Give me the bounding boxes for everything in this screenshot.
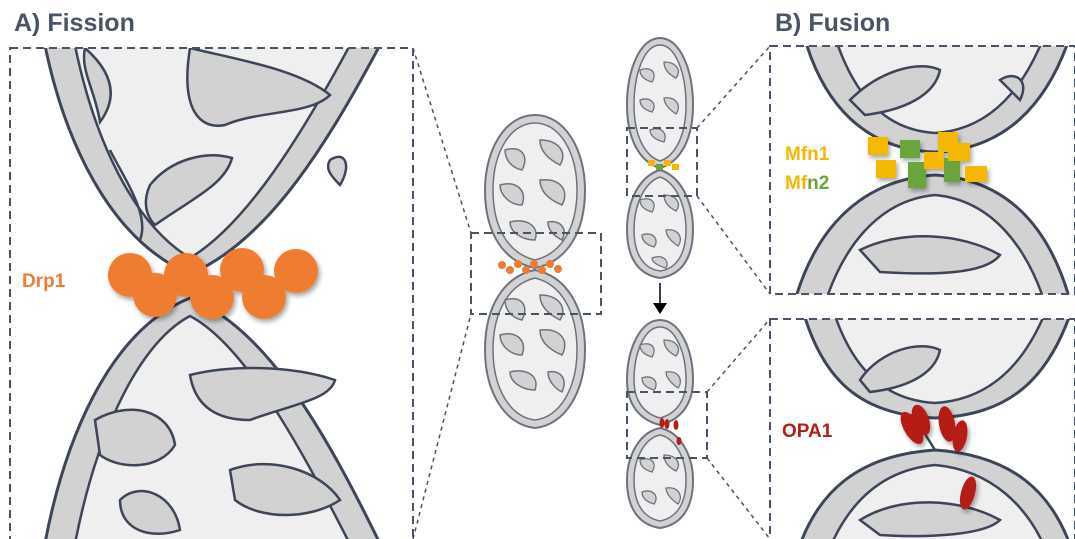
fission-zoom-connectors bbox=[413, 48, 471, 539]
drp1-label: Drp1 bbox=[22, 271, 65, 293]
opa1-zoom-panel bbox=[770, 300, 1075, 539]
mfn2-label: Mfn2 bbox=[785, 173, 829, 195]
small-fission-mitochondrion bbox=[471, 115, 601, 428]
small-fusion-mitochondria-mfn bbox=[627, 38, 697, 278]
fission-title: A) Fission bbox=[14, 9, 135, 38]
fusion-zoom-connectors bbox=[697, 46, 770, 539]
mfn2-label-prefix: Mf bbox=[785, 173, 807, 194]
fusion-title: B) Fusion bbox=[775, 9, 890, 38]
mfn2-label-suffix: n2 bbox=[807, 173, 829, 194]
mfn1-label: Mfn1 bbox=[785, 144, 829, 166]
opa1-label: OPA1 bbox=[782, 421, 832, 443]
fission-zoom-panel bbox=[10, 30, 413, 539]
down-arrow-icon bbox=[653, 283, 667, 314]
small-fusion-mitochondria-opa1 bbox=[627, 320, 707, 528]
mfn-zoom-panel bbox=[770, 20, 1075, 320]
